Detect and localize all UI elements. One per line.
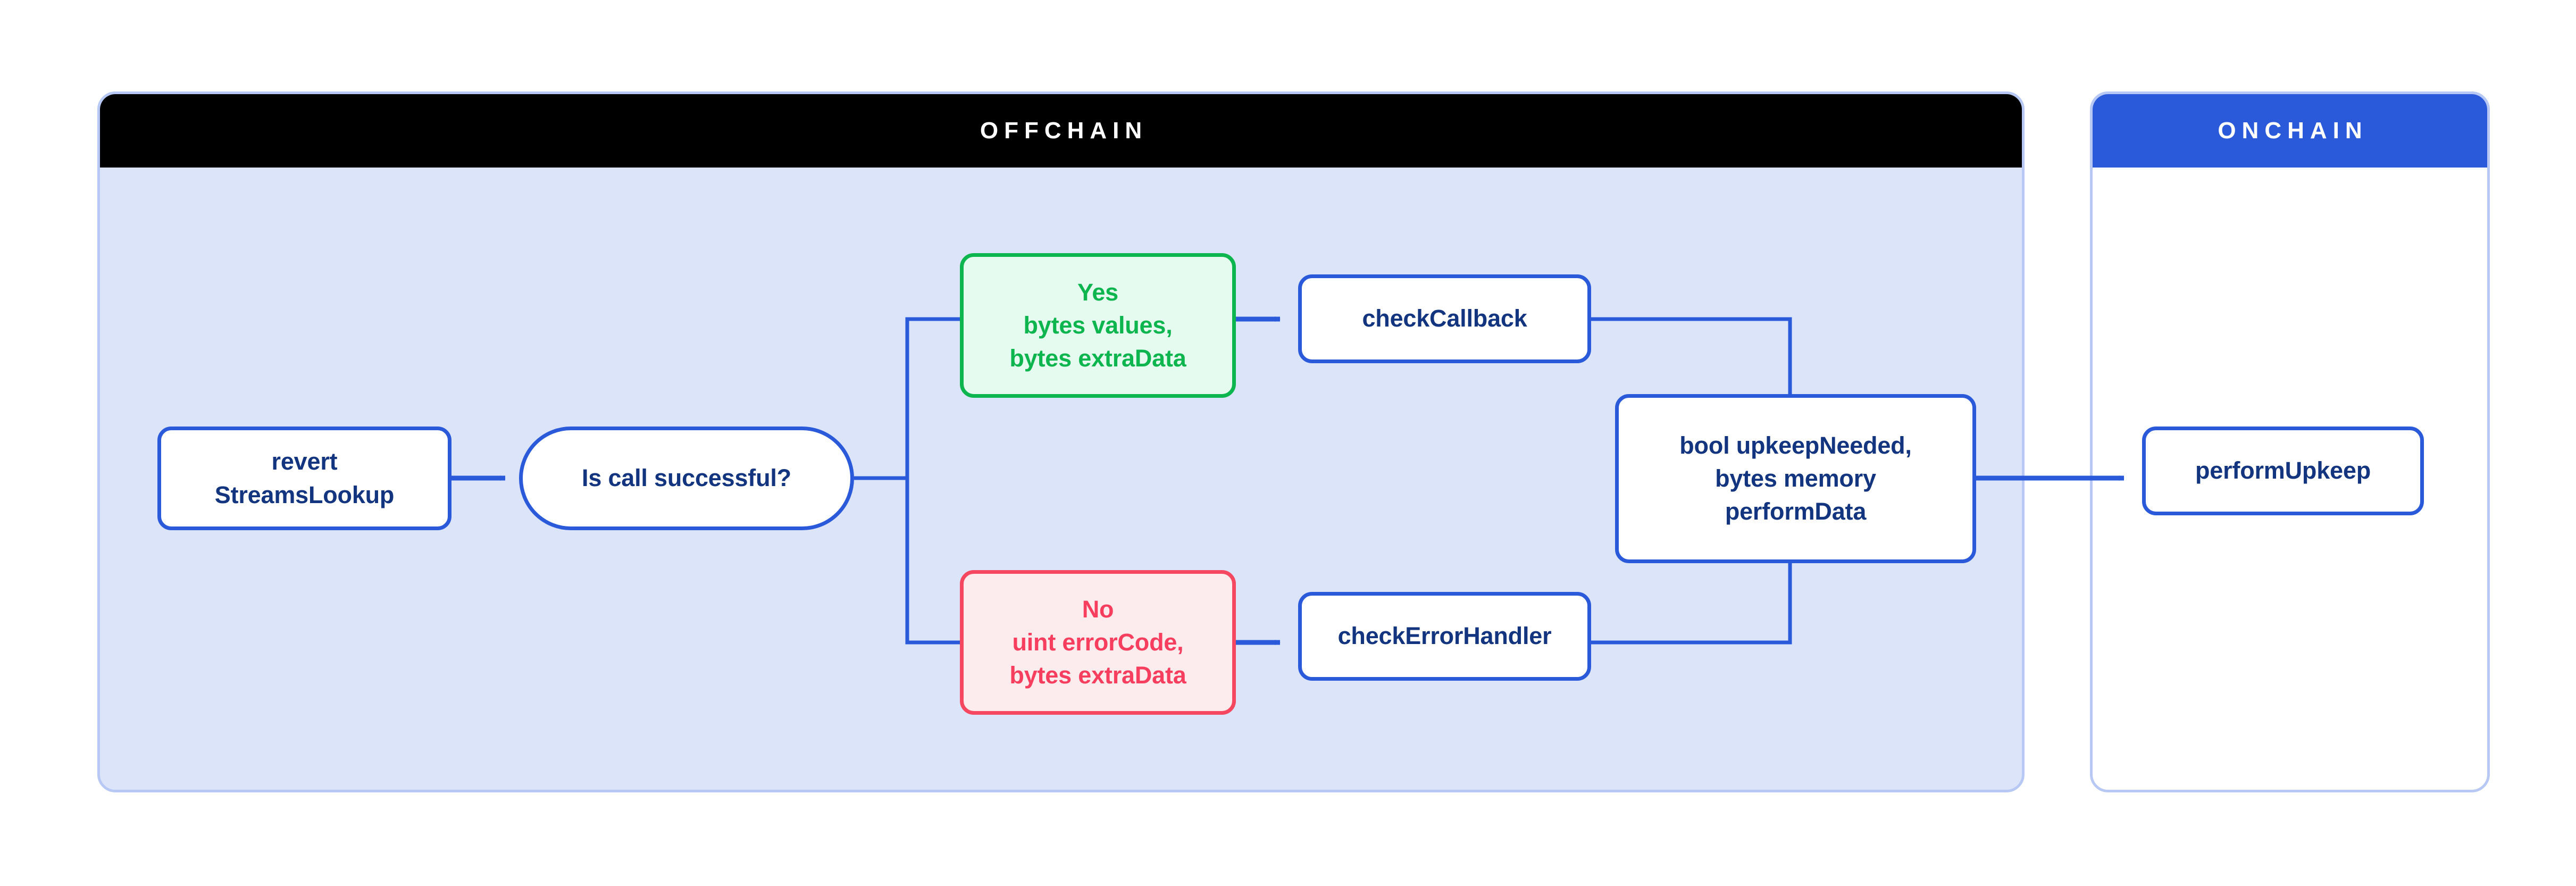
node-check-error-handler[interactable]: checkErrorHandler: [1298, 592, 1591, 681]
node-no-branch[interactable]: No uint errorCode, bytes extraData: [960, 570, 1236, 715]
node-revert-streamslookup[interactable]: revert StreamsLookup: [157, 427, 451, 530]
node-is-call-successful[interactable]: Is call successful?: [519, 427, 854, 530]
node-yes-branch[interactable]: Yes bytes values, bytes extraData: [960, 253, 1236, 398]
node-check-callback[interactable]: checkCallback: [1298, 274, 1591, 363]
onchain-panel-header: ONCHAIN: [2093, 94, 2487, 168]
offchain-panel-header: OFFCHAIN: [100, 94, 2022, 168]
node-upkeep-needed-perform-data[interactable]: bool upkeepNeeded, bytes memory performD…: [1615, 394, 1976, 563]
node-perform-upkeep[interactable]: performUpkeep: [2142, 427, 2424, 515]
